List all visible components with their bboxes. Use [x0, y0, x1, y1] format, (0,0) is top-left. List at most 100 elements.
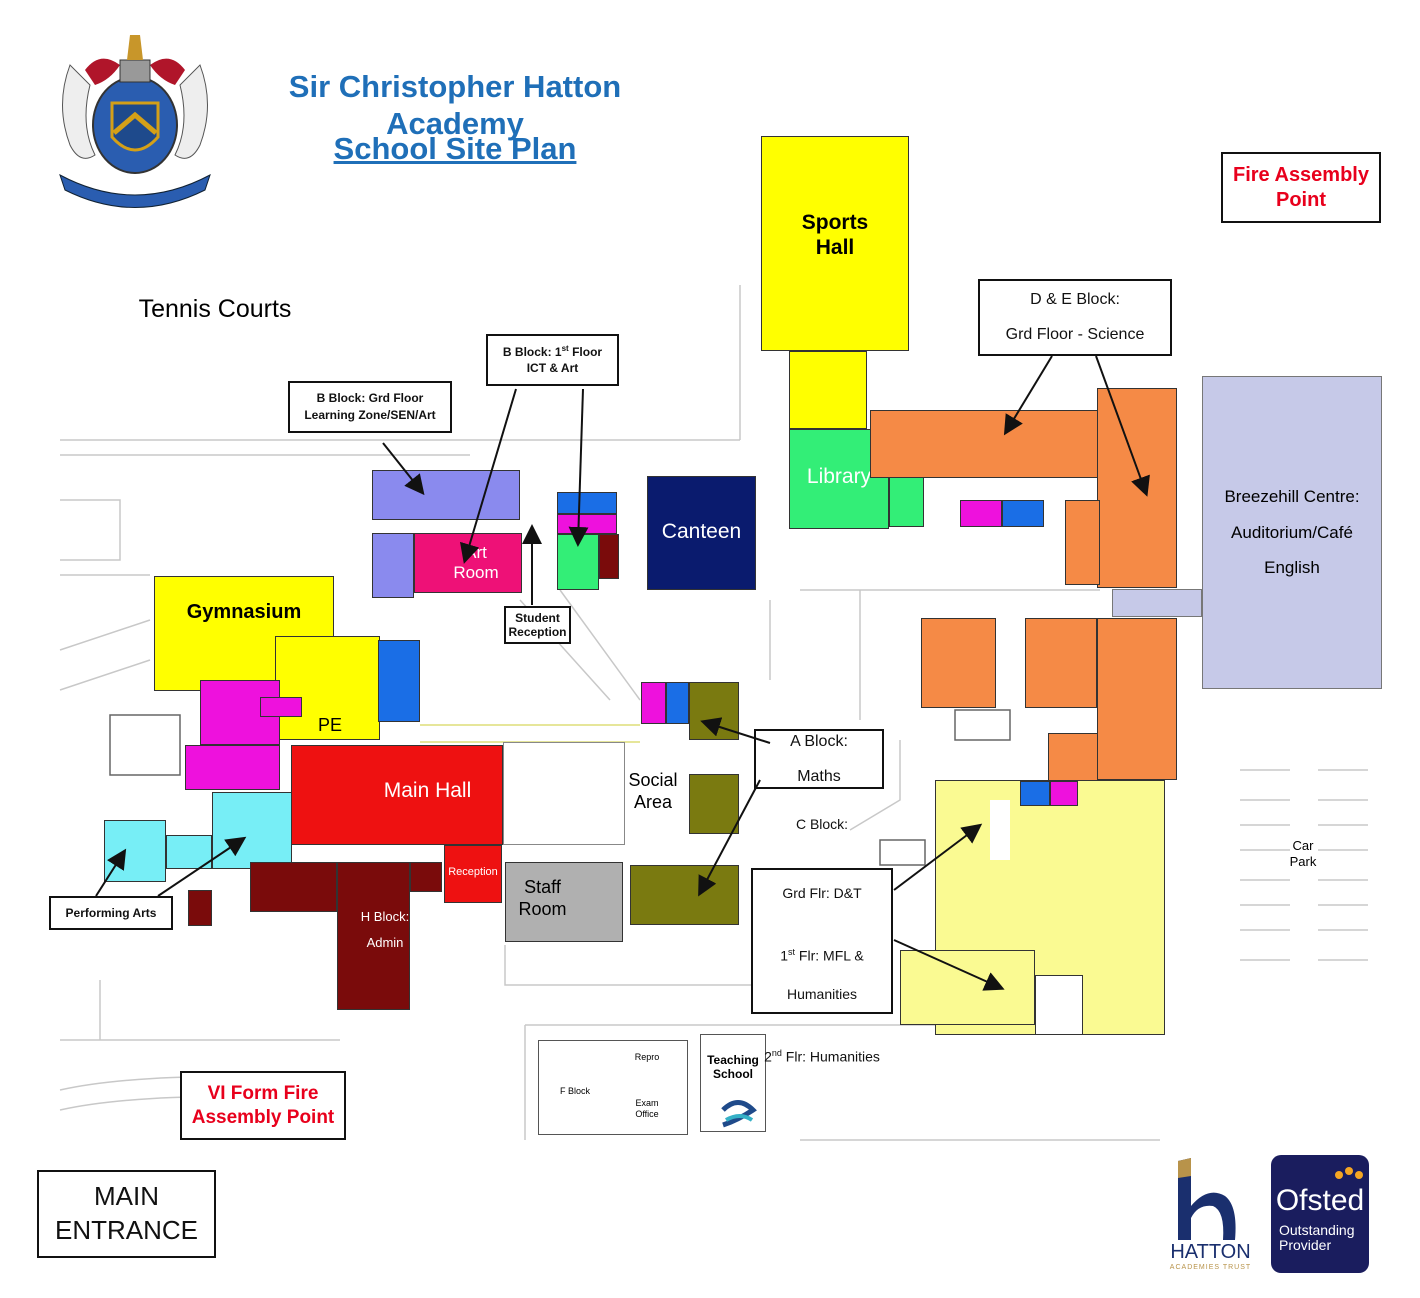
exam-office-label: Exam Office	[635, 1098, 659, 1119]
ofsted-name: Ofsted	[1275, 1184, 1365, 1217]
ofsted-sub: Outstanding Provider	[1279, 1222, 1355, 1254]
f-block-label: F Block	[559, 1086, 590, 1096]
c-block-line2: Grd Flr: D&T	[782, 884, 862, 901]
art-room-label: Art Room	[453, 543, 499, 583]
sports-hall-annex	[789, 351, 867, 429]
de-block-lower-right	[1097, 618, 1177, 780]
main-hall-block	[291, 745, 503, 845]
h-block-small	[188, 890, 212, 926]
de-block-lower-left	[921, 618, 996, 708]
c-block-line1: C Block:	[795, 816, 849, 832]
canteen-label: Canteen	[661, 520, 742, 543]
social-area-label: Social Area	[628, 770, 678, 812]
h-block-strip2	[410, 862, 442, 892]
b-block-1st-line2: ICT & Art	[526, 360, 579, 375]
c-block-line5-num: 2	[764, 1049, 772, 1066]
ofsted-stars-icon	[1335, 1167, 1363, 1179]
hatton-sub: ACADEMIES TRUST	[1169, 1264, 1252, 1271]
c-block-line5-sup: nd	[771, 1048, 782, 1059]
teaching-school-label: Teaching School	[707, 1053, 759, 1082]
b-block-periwinkle-top	[372, 470, 520, 520]
c-block-line5-rest: Flr: Humanities	[781, 1049, 880, 1066]
breezehill-centre-block	[1202, 376, 1382, 689]
de-block-small	[1048, 733, 1098, 781]
magenta-lower-block	[185, 745, 280, 790]
page-title: Sir Christopher Hatton Academy	[288, 69, 622, 142]
c-block-magenta	[1050, 781, 1078, 806]
staff-room-label: Staff Room	[518, 877, 567, 919]
h-block-main	[337, 862, 410, 1010]
page-subtitle: School Site Plan	[333, 131, 577, 166]
b-block-blue-room	[557, 492, 617, 514]
performing-arts-left	[104, 820, 166, 882]
h-block-strip	[250, 862, 337, 912]
gymnasium-label: Gymnasium	[186, 601, 302, 623]
staff-room-block	[505, 862, 623, 942]
de-block-right	[1097, 388, 1177, 588]
library-extra	[889, 475, 924, 527]
a-block-top	[689, 682, 739, 740]
a-block-callout: A Block: Maths	[754, 729, 884, 789]
a-block-bottom	[630, 865, 739, 925]
pe-block	[275, 636, 380, 740]
a-block-mid	[689, 774, 739, 834]
performing-arts-callout: Performing Arts	[49, 896, 173, 930]
b-block-1st-sup: st	[561, 343, 569, 353]
sports-hall-block	[761, 136, 909, 351]
f-block-outline	[538, 1040, 688, 1135]
c-block-line3-num: 1	[780, 948, 789, 964]
pe-blue-room	[378, 640, 420, 722]
b-block-maroon-room	[599, 534, 619, 579]
tennis-courts-label: Tennis Courts	[138, 295, 292, 323]
vi-form-fire-callout: VI Form Fire Assembly Point	[180, 1071, 346, 1140]
b-block-green-room	[557, 534, 599, 590]
c-block-lower	[900, 950, 1035, 1025]
breezehill-link	[1112, 589, 1202, 617]
teaching-school-logo	[718, 1090, 758, 1130]
hatton-name: HATTON	[1170, 1241, 1251, 1263]
performing-arts-mid	[166, 835, 212, 869]
de-block-top	[870, 410, 1100, 478]
de-block-lower-mid	[1025, 618, 1097, 708]
ofsted-logo: Ofsted Outstanding Provider	[1271, 1155, 1369, 1273]
social-area-block	[503, 742, 625, 845]
sports-hall-label: Sports Hall	[801, 211, 869, 260]
canteen-block	[647, 476, 756, 590]
c-block-line4: Humanities	[786, 985, 858, 1002]
main-hall-label: Main Hall	[383, 779, 472, 802]
de-magenta-room	[960, 500, 1002, 527]
b-block-grd-floor-callout: B Block: Grd Floor Learning Zone/SEN/Art	[288, 381, 452, 433]
c-block-white-inner	[990, 800, 1010, 860]
b-block-1st-prefix: B Block: 1	[502, 344, 562, 359]
fire-assembly-point-callout: Fire Assembly Point	[1221, 152, 1381, 223]
repro-label: Repro	[634, 1052, 660, 1062]
c-block-line3-rest: Flr: MFL &	[795, 948, 864, 964]
a-block-blue	[666, 682, 689, 724]
b-block-magenta-room	[557, 514, 617, 534]
b-block-1st-suffix: Floor	[568, 344, 603, 359]
c-block-callout: C Block: Grd Flr: D&T 1st Flr: MFL & Hum…	[751, 816, 893, 1065]
b-block-periwinkle-left	[372, 533, 414, 598]
library-label: Library	[806, 465, 872, 488]
c-block-line3-sup: st	[788, 947, 796, 958]
academy-crest-logo	[40, 25, 230, 210]
reception-block	[444, 845, 502, 903]
breezehill-label: Breezehill Centre: Auditorium/Café Engli…	[1224, 487, 1360, 578]
student-reception-callout: Student Reception	[504, 606, 571, 644]
performing-arts-right	[212, 792, 292, 869]
pe-label: PE	[317, 715, 342, 735]
pe-magenta-strip	[260, 697, 302, 717]
reception-label: Reception	[448, 866, 498, 878]
hatton-h-icon	[1178, 1158, 1236, 1240]
h-block-label: H Block: Admin	[360, 909, 410, 950]
hatton-trust-logo: HATTON ACADEMIES TRUST	[1163, 1156, 1258, 1276]
c-block-blue	[1020, 781, 1050, 806]
a-block-magenta	[641, 682, 666, 724]
car-park-label: Car Park	[1289, 838, 1317, 869]
de-block-callout: D & E Block: Grd Floor - Science	[978, 279, 1172, 356]
main-entrance-callout: MAIN ENTRANCE	[37, 1170, 216, 1258]
c-block-inner-white	[1035, 975, 1083, 1035]
de-block-mid	[1065, 500, 1100, 585]
de-blue-room	[1002, 500, 1044, 527]
